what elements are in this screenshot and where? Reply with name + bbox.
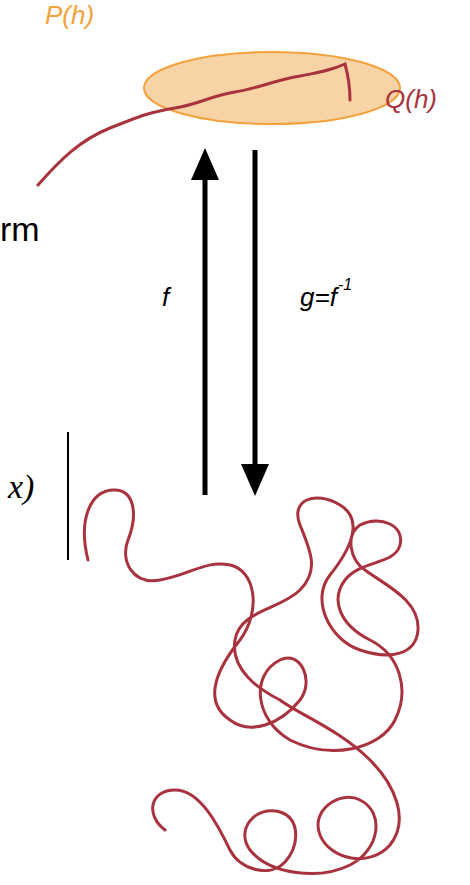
distribution-label: Q(h) (385, 86, 437, 112)
tangled-curve (84, 490, 418, 874)
forward-arrow (203, 175, 208, 495)
inverse-arrow (253, 150, 258, 468)
distribution-label: P(h) (45, 2, 94, 28)
abs-bar (67, 432, 69, 560)
text-fragment: rm (0, 212, 40, 246)
function-label: f (162, 284, 169, 310)
arrow-head (191, 148, 219, 180)
function-label: g=f (300, 284, 337, 310)
manifold-curve (38, 64, 350, 185)
distribution-ellipse (144, 52, 400, 124)
superscript: -1 (338, 277, 352, 293)
formula-fragment: x) (8, 470, 34, 504)
arrow-head (241, 464, 269, 496)
